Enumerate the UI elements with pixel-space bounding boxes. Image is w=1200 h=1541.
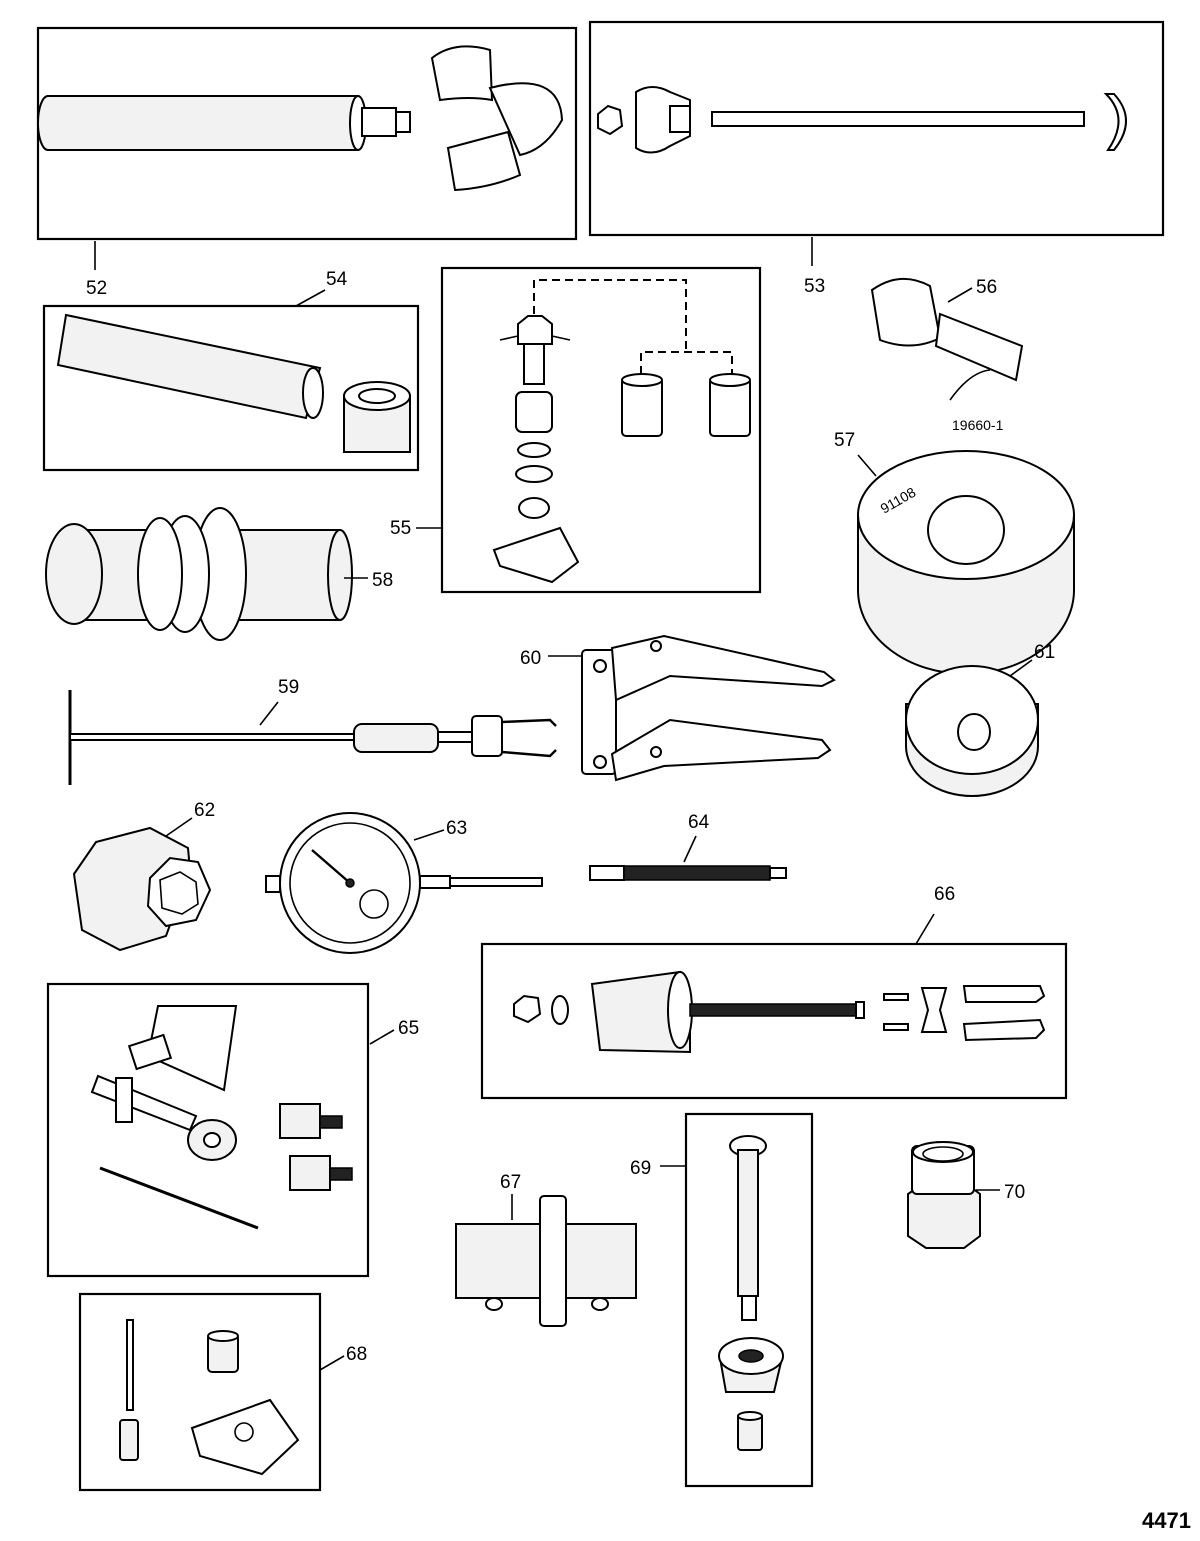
callout-63: 63 <box>446 818 467 839</box>
callout-64: 64 <box>688 812 710 833</box>
tool-64-rod <box>589 865 625 881</box>
callout-55: 55 <box>390 518 411 539</box>
tool-55-bolt-head <box>517 315 553 345</box>
tool-55-spring <box>515 391 553 433</box>
box-55 <box>440 266 762 594</box>
tool-59: 59 <box>68 677 557 785</box>
tool-69: 69 <box>630 1112 814 1488</box>
tool-65: 65 <box>46 982 419 1278</box>
tool-62: 62 <box>72 800 215 952</box>
tool-55-plate <box>492 526 580 584</box>
tool-63-plunger <box>449 877 543 887</box>
callout-68: 68 <box>346 1344 367 1365</box>
tool-52-jaw-bottom <box>446 130 522 192</box>
tool-66-screw <box>689 1003 859 1017</box>
callout-65: 65 <box>398 1018 419 1039</box>
tool-66-jaw-bottom <box>962 1018 1046 1042</box>
tool-65-arm <box>90 1074 198 1132</box>
tool-63-knob <box>265 875 281 893</box>
box-69 <box>684 1112 814 1488</box>
tool-64-threads <box>623 865 771 881</box>
tool-69-driver-shaft <box>737 1149 759 1297</box>
tool-66-jaw-top <box>962 985 1046 1003</box>
tool-66-nut <box>513 994 542 1024</box>
tool-59-collet <box>471 715 503 757</box>
callout-70: 70 <box>1004 1182 1025 1203</box>
tool-53-bearing-plate <box>1103 93 1127 151</box>
tool-70: 70 <box>907 1141 1025 1249</box>
callout-69: 69 <box>630 1158 651 1179</box>
callout-56: 56 <box>976 277 997 298</box>
callout-59: 59 <box>278 677 299 698</box>
tool-56-clamp <box>870 277 942 347</box>
box-68 <box>78 1292 322 1492</box>
tool-56-gauge-arm <box>934 312 1024 382</box>
callout-60: 60 <box>520 648 541 669</box>
tool-61: 61 <box>905 642 1055 797</box>
tool-53-nut <box>597 104 624 136</box>
callout-54: 54 <box>326 269 348 290</box>
box-53 <box>588 20 1165 237</box>
tool-68: 68 <box>78 1292 367 1492</box>
tool-52-jaw-top <box>430 45 494 102</box>
tool-60-lower-handle <box>610 718 832 782</box>
tool-56: 56 19660-1 <box>870 277 1024 433</box>
tool-59-shaft <box>69 733 361 741</box>
tool-67: 67 <box>455 1172 637 1327</box>
tool-54-mandrel <box>56 313 322 420</box>
tool-53-threaded-rod <box>711 111 1085 127</box>
tool-68-pin <box>126 1319 134 1411</box>
callout-58: 58 <box>372 570 393 591</box>
tool-60-upper-handle <box>610 634 836 702</box>
tool-68-plate <box>190 1398 300 1476</box>
callout-67: 67 <box>500 1172 521 1193</box>
tool-66: 66 <box>480 884 1068 1100</box>
box-66 <box>480 942 1068 1100</box>
callout-62: 62 <box>194 800 215 821</box>
callout-66: 66 <box>934 884 955 905</box>
figure-number: 4471 <box>1142 1508 1191 1533</box>
tool-53-puller-head <box>635 86 691 154</box>
tool-52-tube <box>37 95 359 151</box>
tool-53: 53 <box>588 20 1165 297</box>
callout-57: 57 <box>834 430 855 451</box>
box-54 <box>42 304 420 472</box>
tool-58-end <box>45 523 103 625</box>
tool-55: 55 <box>390 266 762 594</box>
tool-59-slide-hammer <box>353 723 439 753</box>
tool-52: 52 <box>36 26 578 299</box>
tool-65-adapter-bottom <box>289 1155 331 1191</box>
tool-57: 91108 57 <box>834 430 1075 675</box>
tool-63: 63 <box>265 812 543 954</box>
part-note-19660-1: 19660-1 <box>952 417 1004 433</box>
tool-60-body <box>581 649 617 775</box>
tool-65-adapter-top <box>279 1103 321 1139</box>
callout-53: 53 <box>804 276 825 297</box>
tool-67-flange <box>539 1195 567 1327</box>
box-65 <box>46 982 370 1278</box>
tool-64: 64 <box>589 812 787 881</box>
tool-60: 60 <box>520 634 836 782</box>
tool-58: 58 <box>45 507 393 641</box>
tool-54: 54 <box>42 269 420 472</box>
callout-52: 52 <box>86 278 107 299</box>
callout-61: 61 <box>1034 642 1055 663</box>
